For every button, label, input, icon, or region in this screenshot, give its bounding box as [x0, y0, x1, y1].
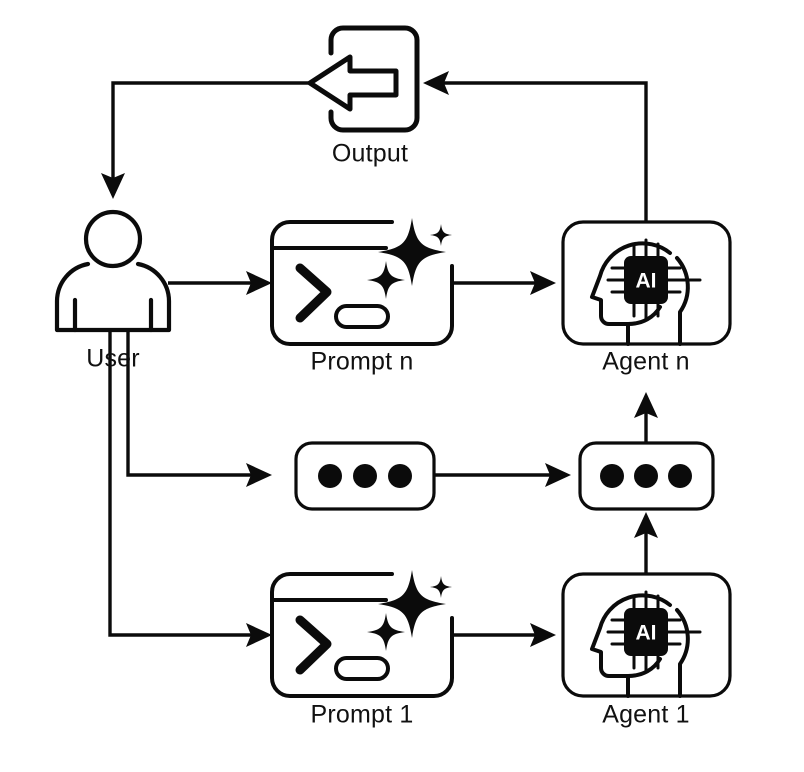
agent-1-head-icon — [590, 593, 672, 698]
output-bracket-icon — [328, 25, 420, 133]
connector-layer — [101, 71, 658, 647]
node-label-agent-1: Agent 1 — [602, 701, 690, 729]
agent-1-skull-back-icon — [675, 608, 690, 698]
node-user[interactable]: User — [54, 209, 172, 373]
node-ellipsis-agent[interactable] — [578, 441, 715, 511]
ellipsis-dots-icon — [318, 464, 412, 488]
arrowhead-right — [530, 623, 556, 647]
ellipsis-dots-icon — [600, 464, 692, 488]
arrowhead-down — [101, 173, 125, 199]
prompt-1-chevron-icon — [295, 615, 332, 675]
prompt-n-sparkle-medium-icon — [367, 261, 405, 299]
edge-ellipsis-prompt-to-ellipsis-agent — [434, 463, 571, 487]
prompt-n-window-icon — [270, 220, 454, 346]
agent-n-skull-back-icon — [675, 256, 690, 346]
arrowhead-right — [246, 463, 272, 487]
edge-agent-n-to-output — [423, 71, 648, 222]
edge-ellipsis-agent-to-agent-n — [634, 392, 658, 443]
prompt-1-sparkle-medium-icon — [367, 613, 405, 651]
node-label-agent-n: Agent n — [602, 348, 690, 376]
arrowhead-up — [634, 512, 658, 538]
agent-n-chip-label: AI — [636, 270, 657, 293]
edge-user-to-prompt-n — [168, 271, 272, 295]
prompt-n-cursor-icon — [334, 304, 390, 329]
arrowhead-right — [545, 463, 571, 487]
edge-user-to-prompt-1 — [108, 330, 272, 647]
output-arrow-icon — [307, 54, 399, 112]
prompt-1-sparkle-small-icon — [430, 576, 452, 598]
prompt-1-sparkle-large-icon — [378, 570, 446, 638]
arrowhead-right — [530, 271, 556, 295]
arrowhead-right — [246, 623, 272, 647]
node-agent-n[interactable]: AI Agent n — [561, 220, 732, 376]
user-head-icon — [83, 209, 143, 269]
agent-n-head-icon — [590, 241, 672, 346]
agent-1-chip-label: AI — [636, 622, 657, 645]
node-label-prompt-n: Prompt n — [310, 348, 413, 376]
agent-1-chip-icon — [624, 608, 668, 656]
edge-output-to-user — [101, 81, 310, 199]
arrowhead-left — [423, 71, 449, 95]
edge-agent-1-to-ellipsis-agent — [634, 512, 658, 578]
prompt-1-cursor-icon — [334, 656, 390, 681]
node-label-user: User — [86, 345, 140, 373]
edge-prompt-n-to-agent-n — [452, 271, 556, 295]
agent-1-chip-pins-icon — [606, 590, 702, 674]
prompt-n-sparkle-small-icon — [430, 224, 452, 246]
node-output[interactable]: Output — [307, 25, 420, 168]
node-ellipsis-prompt[interactable] — [294, 441, 436, 511]
node-label-prompt-1: Prompt 1 — [310, 701, 413, 729]
node-agent-1[interactable]: AI Agent 1 — [561, 572, 732, 729]
node-prompt-1[interactable]: Prompt 1 — [270, 570, 454, 729]
prompt-n-chevron-icon — [295, 263, 332, 323]
edge-user-to-ellipsis-prompt — [126, 330, 272, 487]
edge-prompt-1-to-agent-1 — [452, 623, 556, 647]
arrowhead-up — [634, 392, 658, 418]
prompt-1-window-icon — [270, 572, 454, 698]
agent-n-chip-pins-icon — [606, 238, 702, 322]
node-label-output: Output — [332, 140, 408, 168]
prompt-n-sparkle-large-icon — [378, 218, 446, 286]
user-body-icon — [54, 261, 172, 333]
arrowhead-right — [246, 271, 272, 295]
node-prompt-n[interactable]: Prompt n — [270, 218, 454, 376]
agent-n-chip-icon — [624, 256, 668, 304]
